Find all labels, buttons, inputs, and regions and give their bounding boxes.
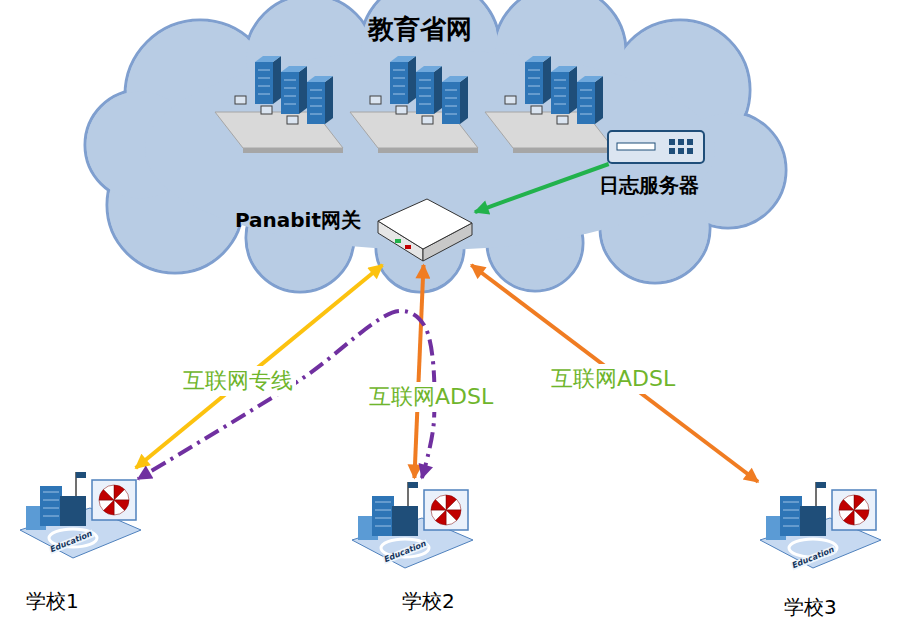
gateway-icon: [375, 195, 475, 265]
node-label: 学校2: [402, 588, 455, 615]
school-site: 学校3: [758, 478, 883, 580]
node-label: 学校1: [26, 588, 79, 615]
network-title: 教育省网: [368, 12, 472, 47]
log-server: 日志服务器: [607, 130, 705, 164]
school-icon: [18, 468, 138, 563]
school-icon: [758, 478, 883, 580]
logserver-icon: [607, 130, 705, 164]
school-site: 学校1: [18, 468, 138, 563]
node-label: 学校3: [784, 594, 837, 621]
link-label: 互联网ADSL: [548, 364, 678, 394]
school-site: 学校2: [350, 478, 475, 568]
cloud-network: 日志服务器 Panabit网关 教育省网: [90, 0, 790, 290]
link-label: 互联网专线: [180, 366, 296, 396]
school-icon: [350, 478, 475, 568]
gateway-device: Panabit网关: [375, 195, 475, 265]
node-label: Panabit网关: [235, 207, 361, 234]
node-label: 日志服务器: [599, 172, 699, 199]
link-arrow: [136, 265, 383, 468]
link-arrow: [414, 265, 423, 478]
link-label: 互联网ADSL: [366, 382, 496, 412]
link-arrow: [471, 265, 758, 482]
